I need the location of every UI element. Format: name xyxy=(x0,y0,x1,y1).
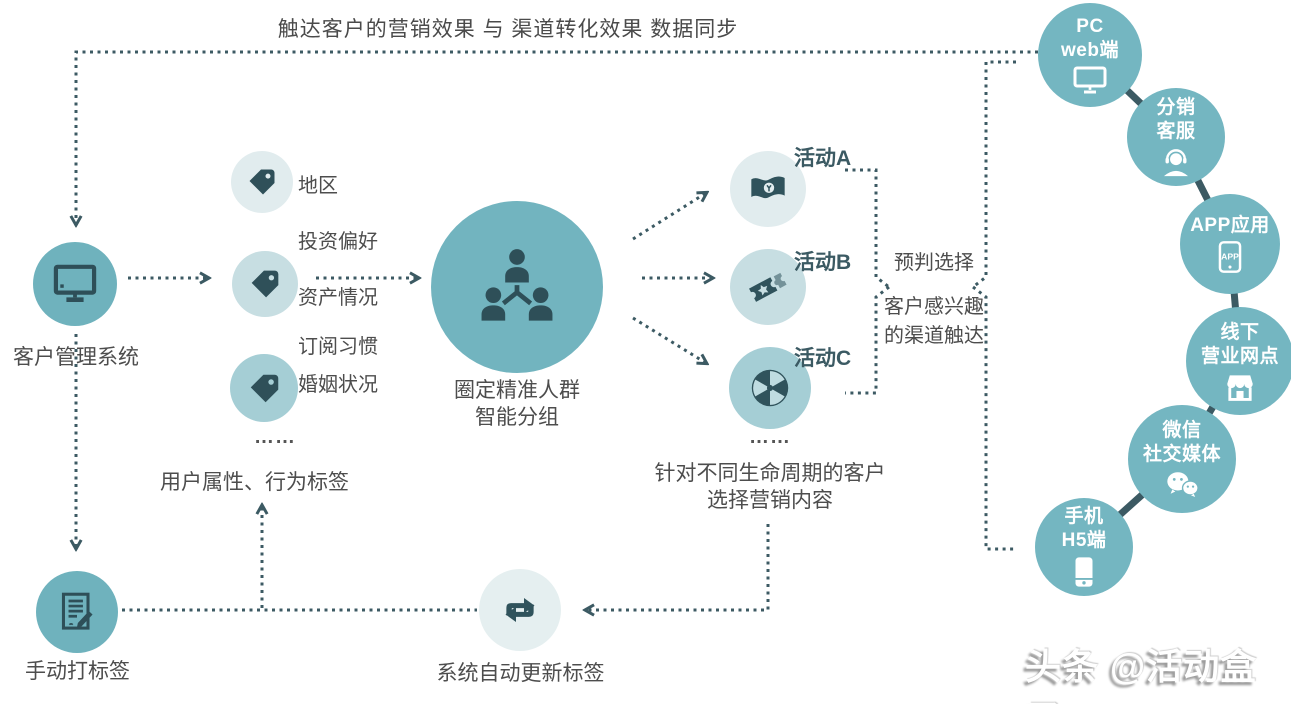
group-to-actC-arrow xyxy=(632,316,706,363)
manual-tagging-node xyxy=(36,571,118,653)
channel-label-line2: web端 xyxy=(1061,39,1119,61)
channel-label-line1: 微信 xyxy=(1162,420,1202,442)
lifecycle-note-line2: 选择营销内容 xyxy=(707,489,833,513)
activities-ellipsis: …… xyxy=(749,426,791,448)
monitor-icon xyxy=(53,264,97,302)
grouping-label-line1: 圈定精准人群 xyxy=(454,379,580,402)
channel-label-line2: 营业网点 xyxy=(1200,345,1279,367)
tag-icon xyxy=(251,270,279,298)
tag-label-marital: 婚姻状况 xyxy=(298,374,378,396)
document-pencil-icon xyxy=(61,592,93,630)
activity-c-label: 活动C xyxy=(794,347,852,370)
channel-wechat-social: 微信 社交媒体 xyxy=(1128,405,1236,513)
tag-label-region: 地区 xyxy=(298,175,338,197)
channel-label-line2: 社交媒体 xyxy=(1142,443,1221,465)
wechat-icon xyxy=(1167,471,1199,497)
channels-bracket-top xyxy=(972,60,1016,289)
activities-bracket-bottom xyxy=(845,285,890,395)
watermark: 头条 @活动盒子 xyxy=(1025,646,1258,704)
tag-label-investment: 投资偏好 xyxy=(298,231,378,253)
channel-app: APP应用 APP xyxy=(1180,194,1280,294)
channel-pc-web: PC web端 xyxy=(1038,3,1142,107)
channel-distribution-service: 分销 客服 xyxy=(1127,88,1225,186)
tag-node-3 xyxy=(230,354,298,422)
channel-label-line1: PC xyxy=(1076,16,1104,38)
predict-caption: 预判选择 xyxy=(894,252,974,274)
tag-summary-label: 用户属性、行为标签 xyxy=(160,471,349,494)
activity-c-node xyxy=(729,347,811,429)
interest-caption-line1: 客户感兴趣 xyxy=(884,296,984,318)
activities-bracket-top xyxy=(845,168,890,289)
sync-arrows-icon xyxy=(505,598,535,622)
channel-label-line1: APP应用 xyxy=(1190,214,1270,236)
people-group-icon xyxy=(481,249,553,321)
group-to-actA-arrow xyxy=(632,193,706,241)
channel-label-line1: 手机 xyxy=(1064,506,1104,528)
auto-update-label: 系统自动更新标签 xyxy=(436,662,605,685)
crm-node xyxy=(33,242,117,326)
grouping-node xyxy=(431,201,603,373)
monitor-icon xyxy=(1073,66,1107,94)
content-to-sync-arrow xyxy=(586,524,770,610)
channel-label-line1: 线下 xyxy=(1220,322,1260,344)
manual-tagging-label: 手动打标签 xyxy=(25,660,130,683)
crm-label: 客户管理系统 xyxy=(13,346,139,369)
channel-label-line2: 客服 xyxy=(1156,120,1196,142)
sync-feedback-line xyxy=(76,50,1038,224)
tag-label-subscription: 订阅习惯 xyxy=(298,336,378,358)
tags-ellipsis: …… xyxy=(254,426,296,448)
interest-caption-line2: 的渠道触达 xyxy=(884,325,984,347)
tag-node-2 xyxy=(232,251,298,317)
wheel-icon xyxy=(751,369,789,407)
tag-icon xyxy=(249,169,275,195)
channel-mobile-h5: 手机 H5端 xyxy=(1035,498,1133,596)
grouping-label: 圈定精准人群 智能分组 xyxy=(427,377,607,432)
tag-label-assets: 资产情况 xyxy=(298,287,378,309)
channel-label-line2: H5端 xyxy=(1061,529,1107,551)
auto-update-node xyxy=(479,569,561,651)
activity-b-label: 活动B xyxy=(794,251,852,274)
interest-caption: 客户感兴趣 的渠道触达 xyxy=(880,293,988,351)
grouping-label-line2: 智能分组 xyxy=(475,406,559,430)
tag-icon xyxy=(250,374,278,402)
channels-bracket-bottom xyxy=(972,285,1016,551)
activity-a-label: 活动A xyxy=(794,147,852,170)
channel-offline-branch: 线下 营业网点 xyxy=(1186,307,1291,415)
lifecycle-note: 针对不同生命周期的客户 选择营销内容 xyxy=(620,460,920,515)
activity-a-node xyxy=(730,151,806,227)
smartphone-icon xyxy=(1075,556,1093,587)
tag-node-1 xyxy=(231,151,293,213)
flag-coin-icon xyxy=(751,176,785,199)
headset-agent-icon xyxy=(1163,148,1189,176)
phone-app-icon-text: APP xyxy=(1221,251,1239,261)
ticket-icon xyxy=(749,272,787,302)
activity-b-node xyxy=(730,249,806,325)
channel-label-line1: 分销 xyxy=(1156,97,1196,119)
sync-caption: 触达客户的营销效果 与 渠道转化效果 数据同步 xyxy=(277,18,739,41)
phone-app-icon: APP xyxy=(1218,241,1242,273)
lifecycle-note-line1: 针对不同生命周期的客户 xyxy=(654,462,886,485)
storefront-icon xyxy=(1227,375,1253,401)
